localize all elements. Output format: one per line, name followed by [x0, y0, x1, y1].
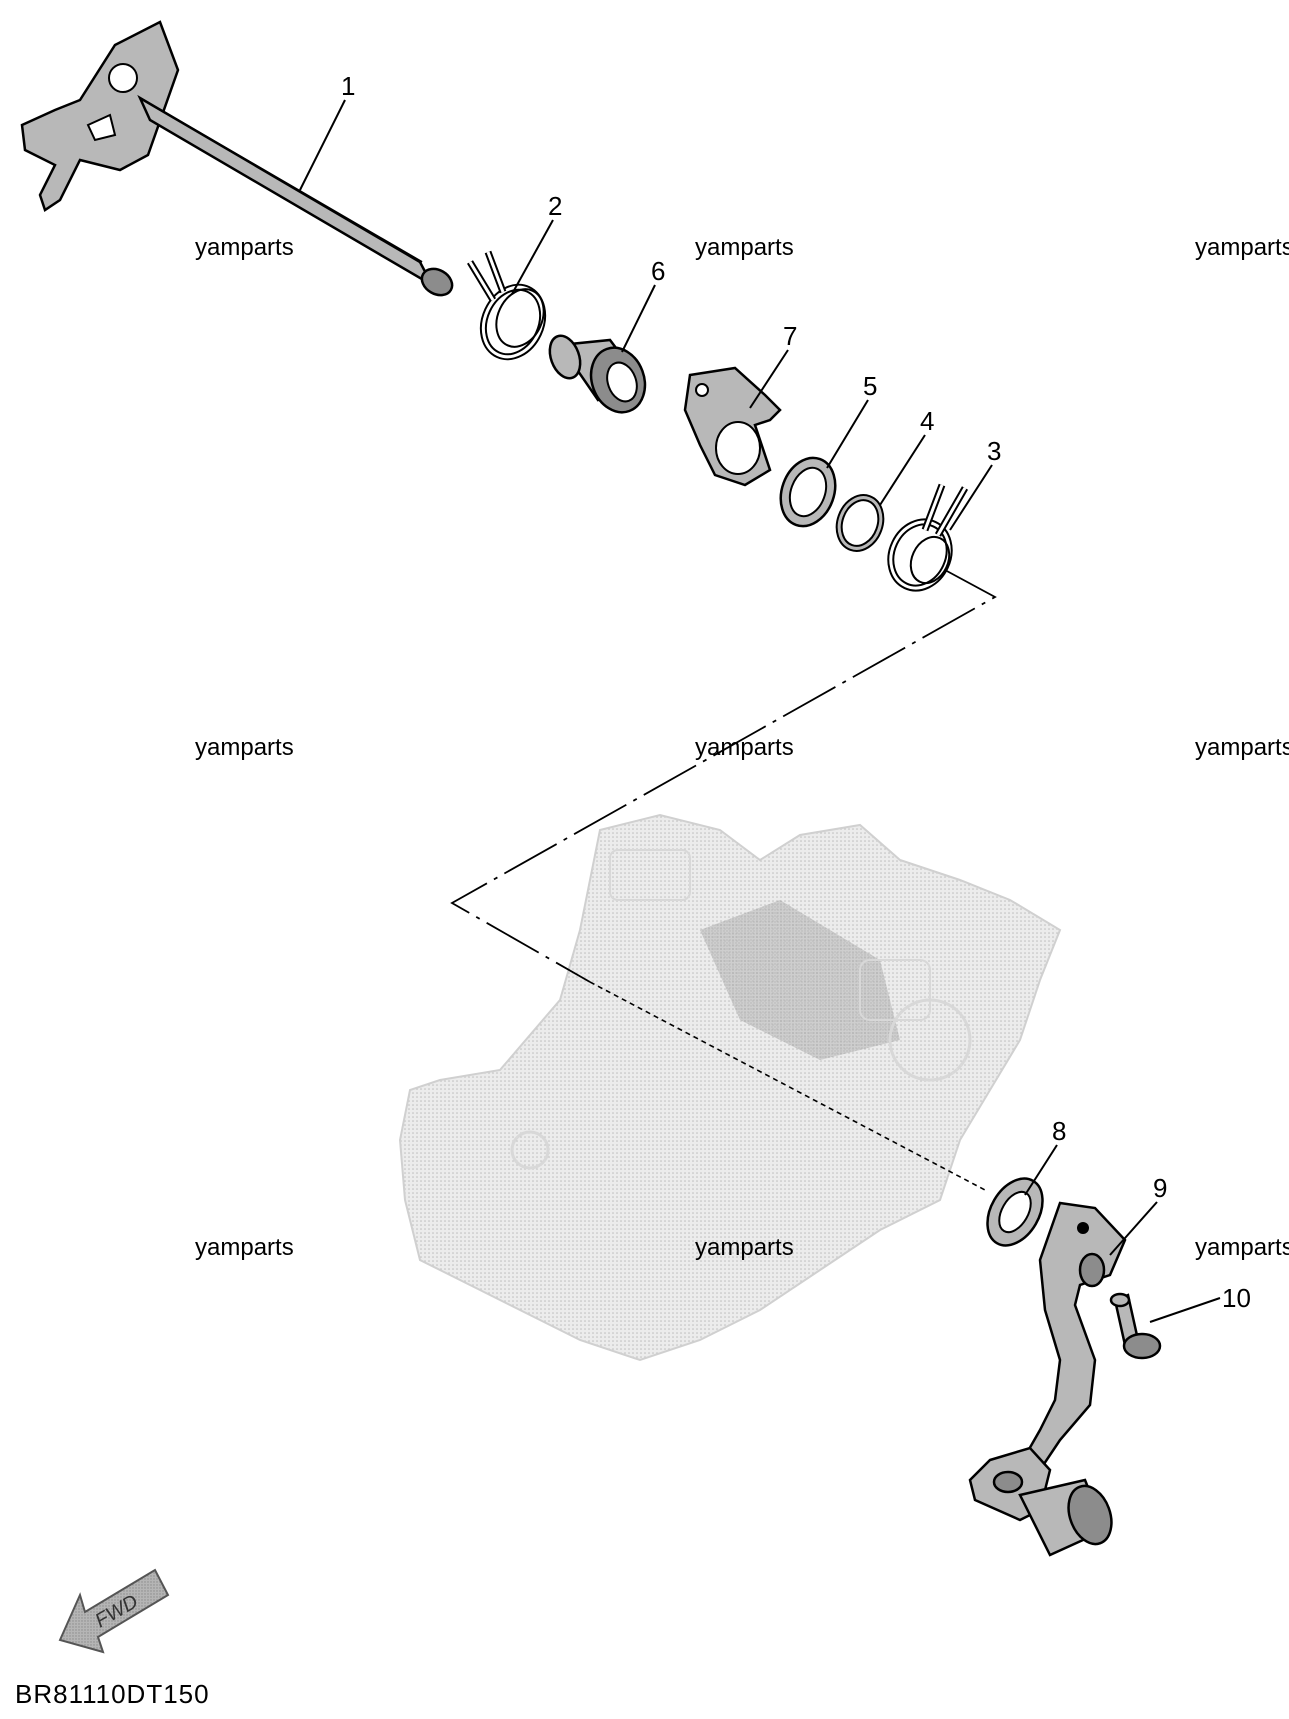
watermark-text: yamparts	[195, 234, 294, 261]
watermark-text: yamparts	[695, 234, 794, 261]
leader-lines	[299, 99, 1221, 1323]
callout-10: 10	[1222, 1283, 1251, 1313]
callout-7: 7	[783, 321, 797, 351]
torsion-spring-3	[887, 483, 969, 592]
watermark-text: yamparts	[1195, 734, 1289, 761]
shift-shaft	[20, 20, 454, 297]
callout-6: 6	[651, 256, 665, 286]
watermark-text: yamparts	[695, 1234, 794, 1261]
shift-pedal-9	[968, 1201, 1127, 1557]
callout-3: 3	[987, 436, 1001, 466]
watermark-text: yamparts	[1195, 1234, 1289, 1261]
washer-8	[986, 1177, 1044, 1247]
callout-labels: 1 2 6 7 5 4 3 8 9 10	[341, 71, 1251, 1313]
callout-4: 4	[920, 406, 934, 436]
fwd-arrow-icon: FWD	[58, 1568, 170, 1654]
watermark-text: yamparts	[195, 734, 294, 761]
watermark-text: yamparts	[1195, 234, 1289, 261]
callout-1: 1	[341, 71, 355, 101]
watermark-text: yamparts	[695, 734, 794, 761]
circlip-4	[835, 494, 885, 552]
callout-5: 5	[863, 371, 877, 401]
callout-2: 2	[548, 191, 562, 221]
watermark-text: yamparts	[195, 1234, 294, 1261]
diagram-code: BR81110DT150	[15, 1679, 210, 1709]
washer-5	[779, 456, 837, 528]
engine-block	[398, 813, 1062, 1362]
collar-6	[548, 334, 647, 414]
bolt-10	[1109, 1292, 1162, 1360]
watermarks: yamparts yamparts yamparts yamparts yamp…	[195, 234, 1289, 1261]
callout-9: 9	[1153, 1173, 1167, 1203]
torsion-spring-2	[467, 250, 547, 361]
callout-8: 8	[1052, 1116, 1066, 1146]
